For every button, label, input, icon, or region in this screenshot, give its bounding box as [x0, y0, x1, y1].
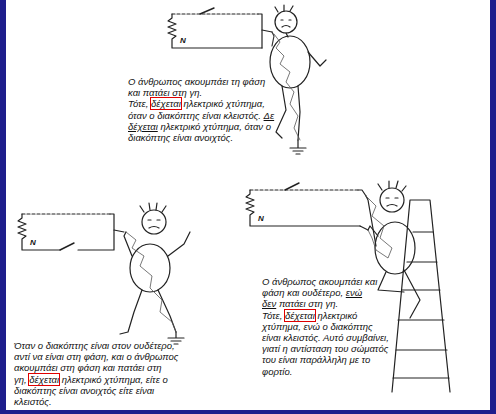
highlighted-word: δέχεται — [29, 374, 59, 385]
caption-left: Όταν ο διακόπτης είναι στον ουδέτερο, αν… — [14, 340, 190, 407]
highlighted-word: δέχεται — [151, 98, 181, 109]
neutral-label: N — [258, 214, 264, 223]
panel — [6, 0, 490, 410]
ladder — [392, 200, 450, 392]
neutral-label: N — [30, 238, 36, 247]
figure-right — [366, 181, 420, 318]
figure-left — [120, 203, 190, 344]
circuit-top — [168, 8, 272, 48]
caption-top: Ο άνθρωπος ακουμπάει τη φάση και πατάει … — [128, 76, 278, 143]
circuit-left — [18, 214, 124, 250]
caption-right: Ο άνθρωπος ακουμπάει και φάση και ουδέτε… — [262, 276, 390, 377]
neutral-label: N — [180, 36, 186, 45]
circuit-right — [246, 183, 368, 230]
highlighted-word: δέχεται — [285, 310, 315, 321]
note-text: ηλεκτρικό χτύπημα, όταν ο διακόπτης είνα… — [128, 98, 265, 120]
figure-top — [270, 5, 326, 154]
